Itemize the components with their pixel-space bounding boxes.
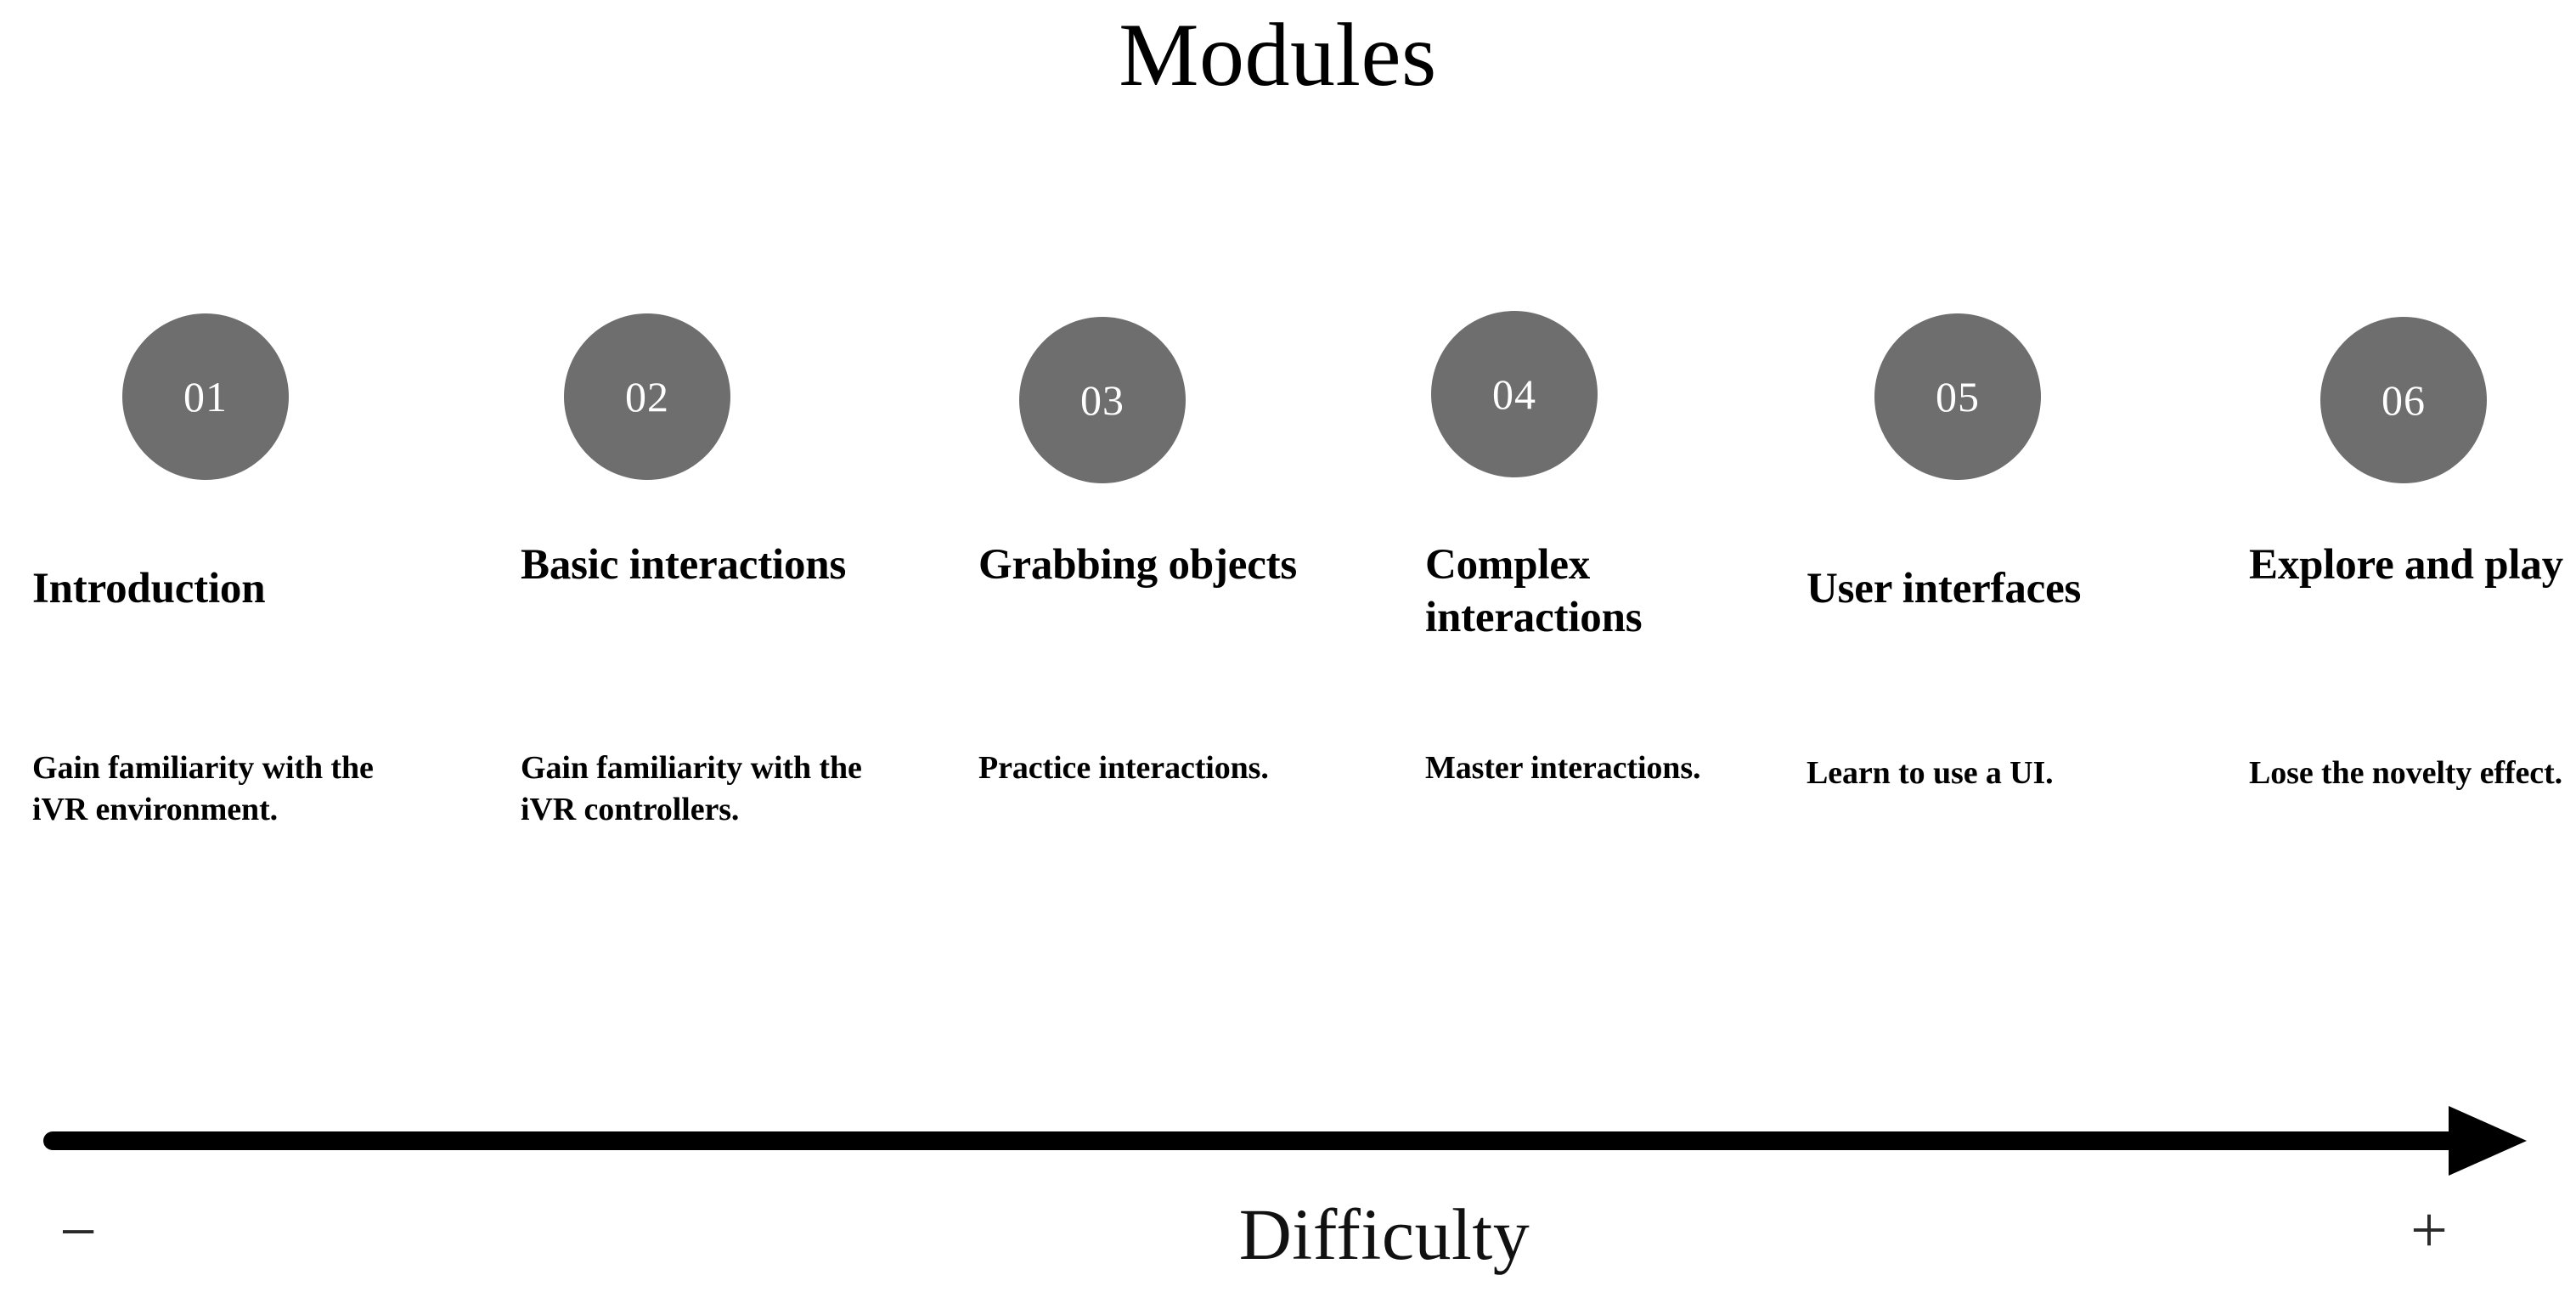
module-title-03: Grabbing objects (978, 541, 1298, 589)
difficulty-high-marker: + (2410, 1193, 2448, 1267)
module-title-05: User interfaces (1807, 565, 2082, 612)
page-title-text: Modules (1119, 5, 1437, 104)
module-number-01: 01 (183, 373, 228, 420)
module-badge-05[interactable]: 05 (1874, 313, 2041, 480)
module-title-02: Basic interactions (521, 541, 847, 589)
difficulty-axis-label: Difficulty (1238, 1193, 1530, 1275)
module-badge-04[interactable]: 04 (1431, 311, 1598, 477)
module-number-04: 04 (1492, 370, 1536, 418)
module-number-06: 06 (2382, 376, 2426, 424)
difficulty-arrow-icon (43, 1106, 2527, 1176)
module-title-01: Introduction (32, 565, 266, 612)
module-badge-01[interactable]: 01 (122, 313, 289, 480)
module-badge-06[interactable]: 06 (2320, 317, 2487, 483)
difficulty-low-marker: − (59, 1194, 97, 1268)
module-description-04: Master interactions. (1425, 750, 1701, 786)
module-number-03: 03 (1080, 376, 1125, 424)
module-title-06: Explore and play (2249, 541, 2563, 589)
module-description-05: Learn to use a UI. (1807, 755, 2054, 791)
page-title: Modules (0, 0, 2576, 110)
module-description-01: Gain familiarity with the iVR environmen… (32, 750, 374, 827)
modules-row: 01 Introduction Gain familiarity with th… (32, 311, 2563, 827)
difficulty-axis (0, 1096, 2576, 1309)
module-number-02: 02 (625, 373, 669, 420)
module-number-05: 05 (1936, 373, 1980, 420)
module-description-03: Practice interactions. (978, 750, 1269, 786)
module-description-02: Gain familiarity with the iVR controller… (521, 750, 862, 827)
module-description-06: Lose the novelty effect. (2249, 755, 2563, 791)
module-title-04: Complex interactions (1425, 541, 1643, 641)
module-badge-03[interactable]: 03 (1019, 317, 1186, 483)
module-badge-02[interactable]: 02 (564, 313, 730, 480)
